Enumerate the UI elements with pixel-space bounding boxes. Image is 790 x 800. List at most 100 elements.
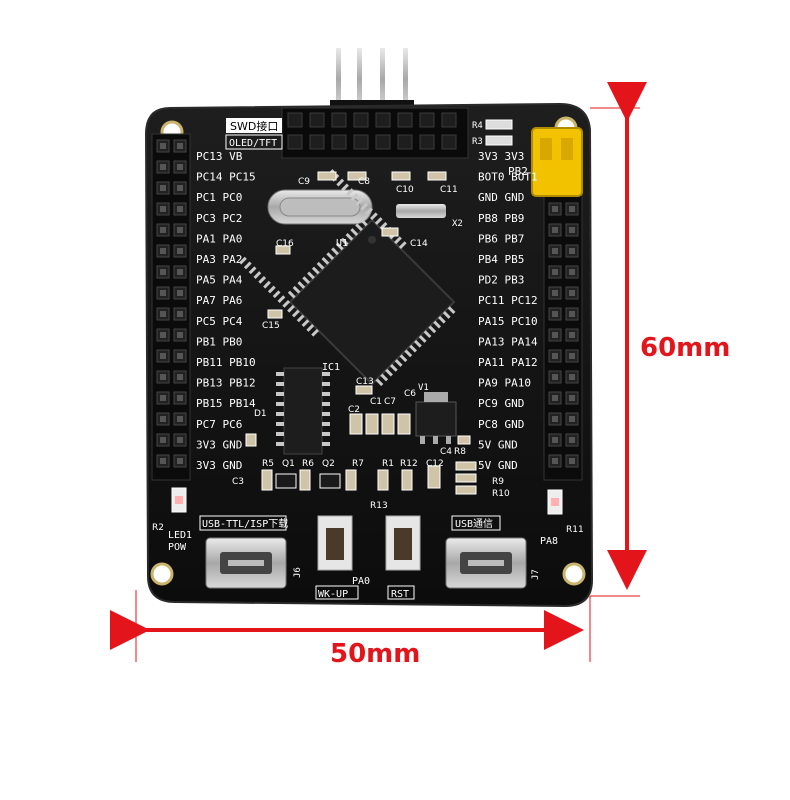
component-label: R11: [566, 525, 584, 535]
ic-pin: [276, 442, 284, 446]
smd-part: [261, 469, 273, 491]
ic-pin: [276, 382, 284, 386]
component-label: C14: [410, 239, 428, 249]
mcu-pin: [345, 232, 354, 241]
component-label: C6: [404, 389, 416, 399]
pin-label: PA11 PA12: [478, 356, 538, 369]
usb-comm-port[interactable]: [445, 537, 527, 589]
pa0-label: PA0: [352, 576, 370, 587]
header-pin-hole: [569, 353, 575, 359]
pa8-label: PA8: [540, 536, 558, 547]
mcu-pin: [404, 349, 413, 358]
socket-hole: [397, 134, 413, 150]
header-pin-hole: [177, 164, 183, 170]
header-pin-hole: [569, 311, 575, 317]
mcu-pin: [345, 188, 354, 197]
component-label: C12: [426, 459, 444, 469]
smd-part: [381, 227, 399, 237]
ic-pin: [276, 392, 284, 396]
pin-label: PC11 PC12: [478, 294, 538, 307]
smd-part: [349, 413, 363, 435]
led-pow: [171, 487, 187, 513]
transistor: [319, 473, 341, 489]
mcu-pin: [350, 228, 359, 236]
header-pin-hole: [160, 248, 166, 254]
mcu-pin: [340, 237, 349, 246]
pin-label: PC8 GND: [478, 418, 524, 431]
smd-part: [365, 413, 379, 435]
header-pin-hole: [160, 290, 166, 296]
mcu-pin: [302, 276, 311, 285]
mcu-pin: [394, 236, 402, 245]
pin-label: PD2 PB3: [478, 274, 524, 287]
boot-jumper[interactable]: [531, 127, 583, 197]
socket-hole: [309, 134, 325, 150]
header-pin-hole: [552, 269, 558, 275]
r4-label: R4: [472, 121, 483, 131]
ic1-label: IC1: [322, 362, 340, 373]
header-pin-hole: [177, 311, 183, 317]
smd-part: [427, 171, 447, 181]
socket-hole: [419, 134, 435, 150]
pin-label: PB13 PB12: [196, 377, 256, 390]
socket-hole: [353, 134, 369, 150]
header-pin-hole: [177, 206, 183, 212]
component-label: R6: [302, 459, 314, 469]
mcu-pin: [291, 309, 300, 318]
header-pin-hole: [569, 458, 575, 464]
socket-hole: [419, 112, 435, 128]
socket-hole: [309, 112, 325, 128]
component-label: C3: [232, 477, 244, 487]
pin-label: 3V3 3V3: [478, 150, 524, 163]
smd-part: [457, 435, 471, 445]
ic-pin: [276, 372, 284, 376]
wkup-label: WK-UP: [318, 589, 348, 600]
header-pin-hole: [177, 332, 183, 338]
header-pin-hole: [552, 437, 558, 443]
pin-label: 5V GND: [478, 438, 518, 451]
component-label: C10: [396, 185, 414, 195]
header-pin-hole: [160, 311, 166, 317]
pin-label: PB11 PB10: [196, 356, 256, 369]
smd-part: [381, 413, 395, 435]
header-pin-hole: [569, 332, 575, 338]
mcu-pin: [248, 266, 257, 275]
mcu-pin: [292, 285, 301, 294]
usb-ttl-port[interactable]: [205, 537, 287, 589]
mcu-pin: [311, 266, 320, 275]
header-pin-hole: [177, 248, 183, 254]
mcu-pin: [414, 339, 422, 348]
socket-hole: [331, 134, 347, 150]
mcu-pin: [306, 324, 315, 332]
header-pin-hole: [177, 437, 183, 443]
pin-label: PC9 GND: [478, 397, 524, 410]
header-pin-hole: [569, 269, 575, 275]
socket-hole: [331, 112, 347, 128]
mcu-pin: [359, 218, 368, 227]
wkup-button[interactable]: [317, 515, 353, 571]
component-label: C4: [440, 447, 452, 457]
mcu-pin: [350, 193, 359, 201]
socket-hole: [397, 112, 413, 128]
smd-part: [275, 245, 291, 255]
component-label: R2: [152, 523, 164, 533]
header-pin-hole: [552, 206, 558, 212]
mcu-pin: [409, 344, 417, 353]
pb2-label: PB2: [508, 165, 528, 178]
socket-hole: [441, 134, 457, 150]
pin-label: PA1 PA0: [196, 232, 242, 245]
component-label: D1: [254, 409, 267, 419]
header-pin-hole: [569, 248, 575, 254]
pin-label: PA5 PA4: [196, 274, 243, 287]
ic-pin: [322, 422, 330, 426]
rst-button[interactable]: [385, 515, 421, 571]
smd-part: [455, 485, 477, 495]
pin-label: GND GND: [478, 191, 524, 204]
rtc-crystal: [396, 204, 446, 218]
smd-part: [267, 309, 283, 319]
component-label: R5: [262, 459, 274, 469]
smd-part: [355, 385, 373, 395]
mcu-pin: [311, 328, 319, 337]
